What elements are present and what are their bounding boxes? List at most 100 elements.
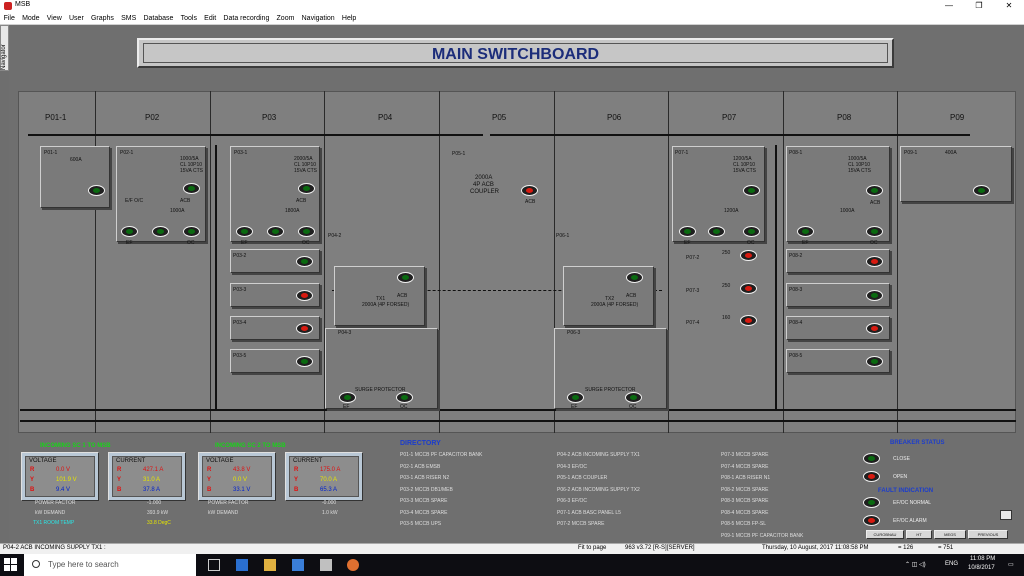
- status-lamp[interactable]: [183, 183, 200, 194]
- tray-icons[interactable]: ⌃ ◫ ◁): [905, 562, 926, 568]
- tdf-lamp[interactable]: [708, 226, 725, 237]
- meter-title: VOLTAGE: [29, 458, 57, 464]
- status-lamp[interactable]: [740, 283, 757, 294]
- feeder-label: P03-3: [233, 287, 247, 293]
- transformer-label: TX2: [605, 296, 615, 302]
- ef-lamp[interactable]: [679, 226, 696, 237]
- status-lamp[interactable]: [521, 185, 538, 196]
- ct-va: 15VA CTS: [294, 168, 317, 174]
- app-icon[interactable]: [320, 559, 332, 571]
- panel-p09[interactable]: [900, 146, 1012, 202]
- notifications-icon[interactable]: ▭: [1008, 562, 1014, 568]
- menu-database[interactable]: Database: [143, 15, 174, 22]
- status-lamp[interactable]: [866, 185, 883, 196]
- status-lamp[interactable]: [866, 323, 883, 334]
- incoming2-i-r: 175.0 A: [320, 467, 341, 473]
- directory-entry: P03-5 MCCB UPS: [400, 521, 442, 527]
- status-lamp[interactable]: [296, 323, 313, 334]
- windows-start-icon[interactable]: [4, 558, 18, 572]
- clock-date[interactable]: 10/8/2017: [968, 565, 995, 571]
- status-lamp[interactable]: [626, 272, 643, 283]
- feeder-label: P07-3: [686, 288, 700, 294]
- bay-label: P09: [950, 113, 965, 122]
- feeder-label: P08-3: [789, 287, 803, 293]
- menu-tools[interactable]: Tools: [180, 15, 197, 22]
- status-lamp[interactable]: [866, 256, 883, 267]
- oc-lamp[interactable]: [298, 226, 315, 237]
- minimize-button[interactable]: —: [945, 1, 953, 10]
- msb-app-icon[interactable]: [347, 559, 359, 571]
- menu-help[interactable]: Help: [341, 15, 357, 22]
- menu-zoom[interactable]: Zoom: [276, 15, 295, 22]
- menu-data-recording[interactable]: Data recording: [223, 15, 270, 22]
- language-indicator[interactable]: ENG: [945, 561, 959, 567]
- kw-value: 393.9 kW: [147, 510, 169, 516]
- taskbar-search[interactable]: Type here to search: [24, 554, 196, 576]
- feeder-label: P03-4: [233, 320, 247, 326]
- menu-sms[interactable]: SMS: [121, 15, 137, 22]
- menu-file[interactable]: File: [3, 15, 15, 22]
- ef-lamp[interactable]: [797, 226, 814, 237]
- oc-lamp[interactable]: [743, 226, 760, 237]
- tdf-lamp[interactable]: [152, 226, 169, 237]
- status-lamp[interactable]: [740, 315, 757, 326]
- ef-lamp[interactable]: [339, 392, 356, 403]
- status-lamp[interactable]: [866, 356, 883, 367]
- menu-bar: File Mode View User Graphs SMS Database Tools Ed…: [0, 12, 1024, 25]
- previous-button[interactable]: PREVIOUS: [968, 530, 1008, 539]
- breaker-status-title: BREAKER STATUS: [890, 440, 945, 446]
- file-explorer-icon[interactable]: [264, 559, 276, 571]
- navigator-tab[interactable]: Navigator: [0, 25, 9, 71]
- oc-lamp[interactable]: [625, 392, 642, 403]
- task-view-icon[interactable]: [208, 559, 220, 571]
- panel-p01[interactable]: [40, 146, 110, 208]
- close-button[interactable]: ✕: [1005, 1, 1013, 10]
- directory-title: DIRECTORY: [400, 440, 441, 447]
- oc-lamp[interactable]: [866, 226, 883, 237]
- menu-user[interactable]: User: [69, 15, 84, 22]
- open-legend-label: OPEN: [893, 474, 908, 480]
- status-lamp[interactable]: [296, 256, 313, 267]
- oc-lamp[interactable]: [396, 392, 413, 403]
- ef-lamp[interactable]: [236, 226, 253, 237]
- status-lamp[interactable]: [743, 185, 760, 196]
- feeder-label: P06-3: [567, 330, 581, 336]
- status-lamp[interactable]: [397, 272, 414, 283]
- export-icon[interactable]: [1000, 510, 1012, 520]
- nav-button-2[interactable]: HT: [906, 530, 932, 539]
- status-lamp[interactable]: [296, 290, 313, 301]
- directory-entry: P03-3 MCCB SPARE: [400, 498, 448, 504]
- clock-time[interactable]: 11:08 PM: [970, 556, 996, 562]
- edge-icon[interactable]: [236, 559, 248, 571]
- directory-entry: P08-2 MCCB SPARE: [721, 486, 769, 493]
- ct-va: 15VA CTS: [733, 168, 756, 174]
- nav-button-3[interactable]: MEGS: [934, 530, 966, 539]
- status-lamp[interactable]: [88, 185, 105, 196]
- status-lamp[interactable]: [740, 250, 757, 261]
- directory-entry: P07-3 MCCB SPARE: [721, 452, 769, 458]
- ef-oc-relay: E/F O/C: [125, 198, 144, 204]
- nav-button-1[interactable]: CUROBNAU: [866, 530, 904, 539]
- oc-label: OC: [870, 240, 878, 246]
- menu-navigation[interactable]: Navigation: [301, 15, 335, 22]
- menu-view[interactable]: View: [46, 15, 62, 22]
- status-lamp[interactable]: [298, 183, 315, 194]
- incoming1-v-r: 0.0 V: [56, 467, 71, 473]
- maximize-button[interactable]: ❐: [975, 1, 983, 10]
- menu-edit[interactable]: Edit: [204, 15, 217, 22]
- ef-lamp[interactable]: [567, 392, 584, 403]
- feeder-label: P09-1: [904, 150, 918, 156]
- status-lamp[interactable]: [866, 290, 883, 301]
- tdf-lamp[interactable]: [267, 226, 284, 237]
- store-icon[interactable]: [292, 559, 304, 571]
- acb-label: ACB: [626, 293, 637, 299]
- ef-lamp[interactable]: [121, 226, 138, 237]
- status-lamp[interactable]: [296, 356, 313, 367]
- status-lamp[interactable]: [973, 185, 990, 196]
- bay-label: P03: [262, 113, 277, 122]
- menu-mode[interactable]: Mode: [22, 15, 40, 22]
- oc-lamp[interactable]: [183, 226, 200, 237]
- menu-graphs[interactable]: Graphs: [90, 15, 114, 22]
- fault-indication-title: FAULT INDICATION: [878, 488, 934, 494]
